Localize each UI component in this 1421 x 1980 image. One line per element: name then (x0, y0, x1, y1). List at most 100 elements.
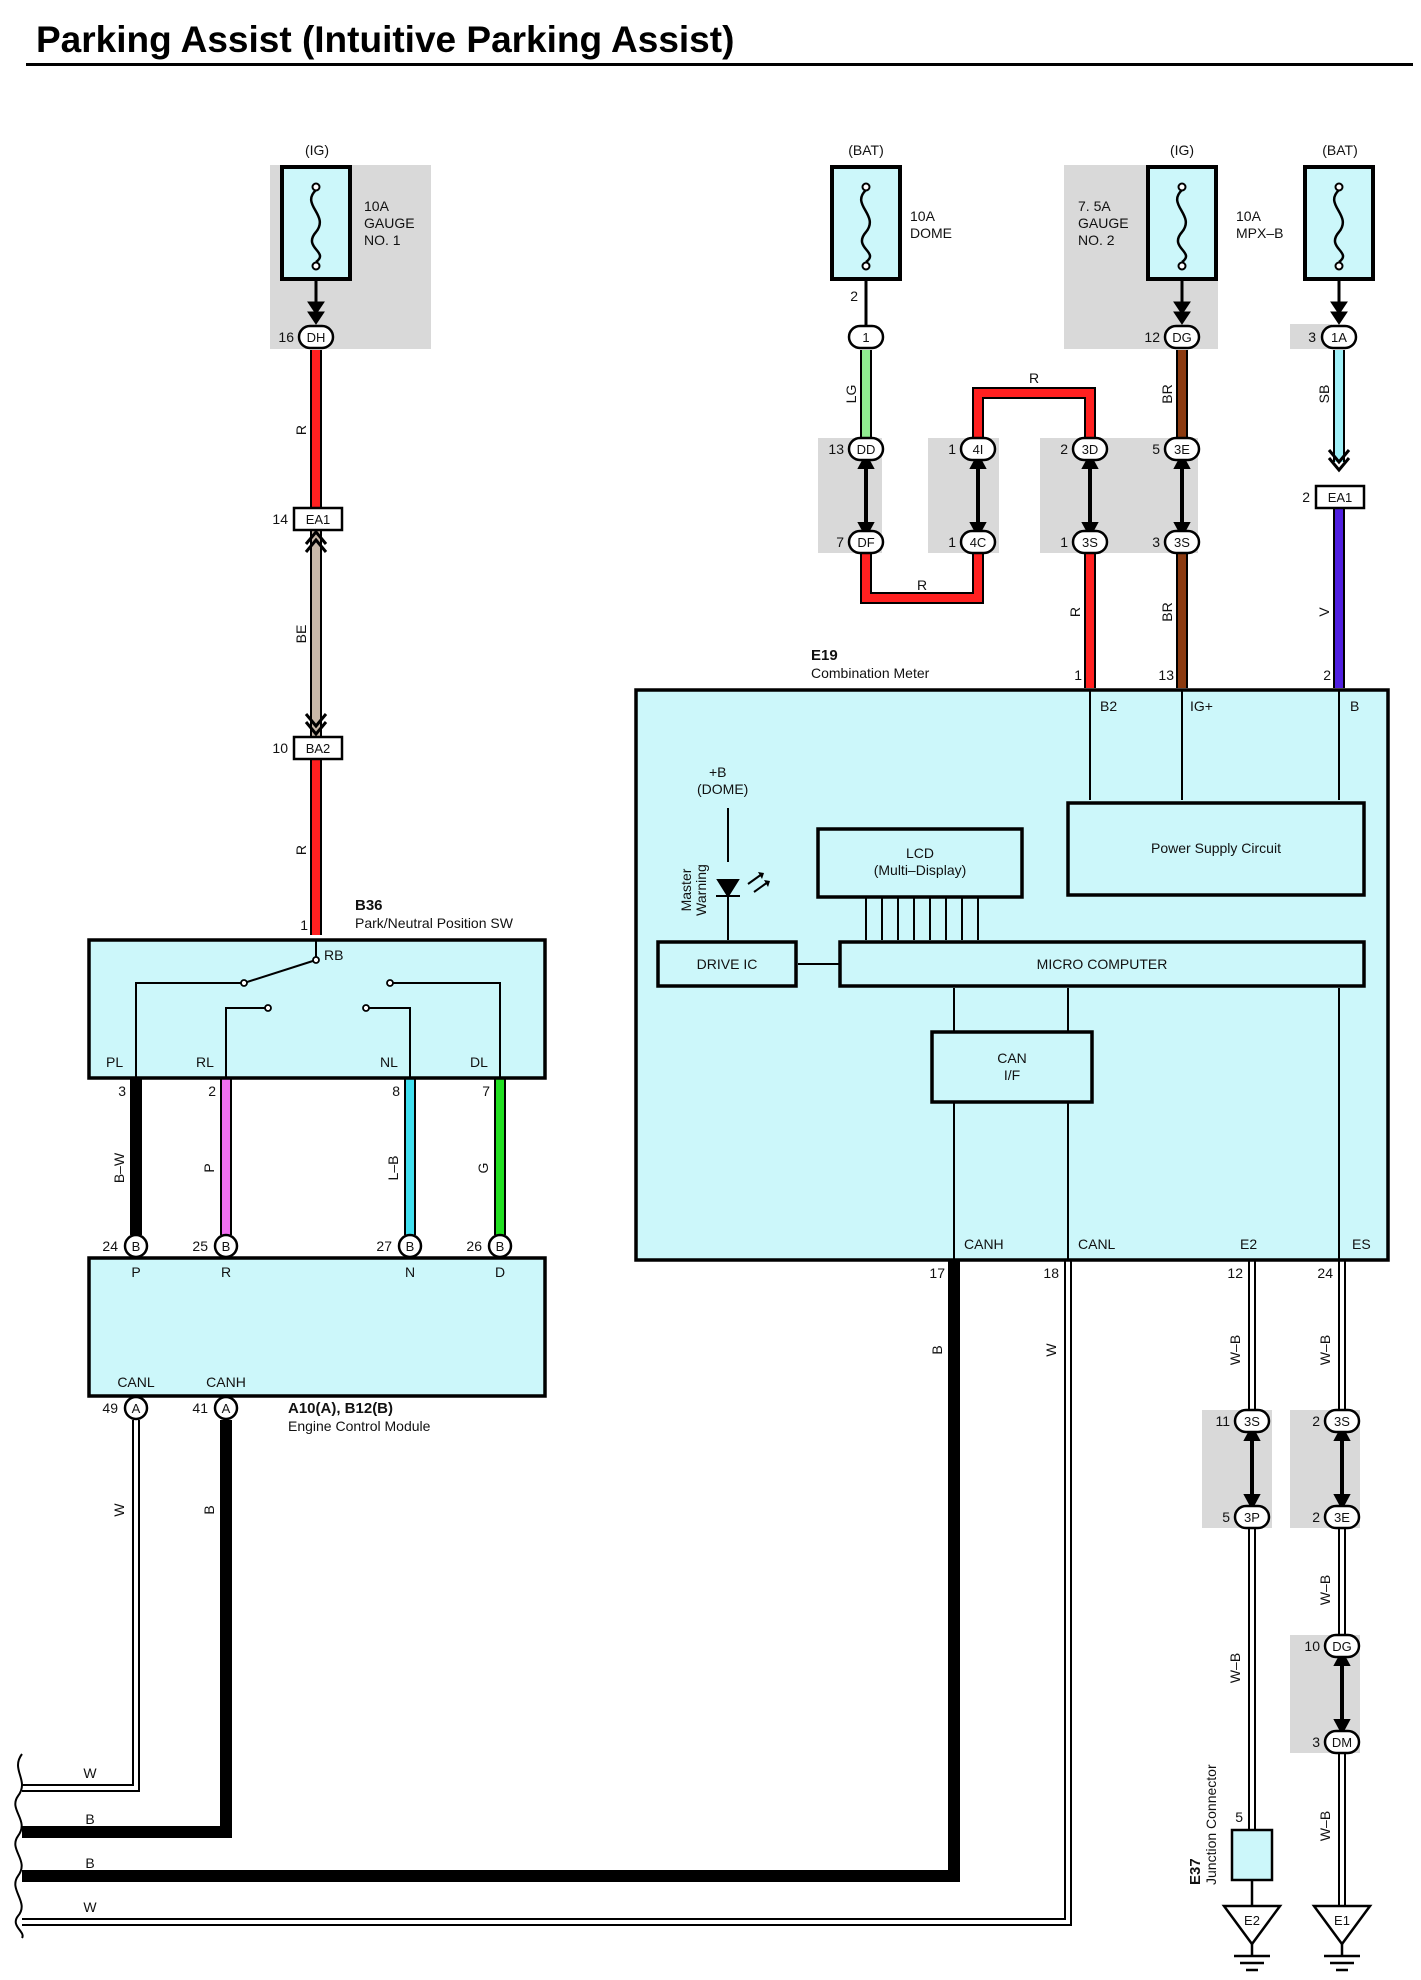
connector-3P: 3P (1233, 1504, 1271, 1530)
svg-text:10: 10 (272, 740, 288, 756)
svg-text:W: W (83, 1765, 97, 1781)
power-supply-label: Power Supply Circuit (1151, 840, 1281, 856)
junction-connectors: EA1 BA2 EA1 (292, 484, 1366, 761)
connector-3E: 3E (1163, 436, 1201, 462)
svg-text:W: W (111, 1503, 127, 1517)
svg-text:18: 18 (1043, 1265, 1059, 1281)
svg-text:5: 5 (1235, 1809, 1243, 1825)
svg-text:2: 2 (1312, 1413, 1320, 1429)
lcd-label: LCD (906, 845, 934, 861)
svg-text:3: 3 (1152, 534, 1160, 550)
can-if-sub-label: I/F (1004, 1067, 1020, 1083)
fuse-rating: 7. 5A (1078, 198, 1111, 214)
svg-text:PL: PL (106, 1054, 123, 1070)
e19-name: Combination Meter (811, 665, 930, 681)
svg-text:B: B (222, 1239, 231, 1254)
fuse-gauge-no2: (IG) 7. 5A GAUGE NO. 2 (1078, 142, 1218, 281)
svg-text:3S: 3S (1174, 535, 1190, 550)
terminal-B: B (213, 1233, 239, 1259)
svg-text:26: 26 (466, 1238, 482, 1254)
svg-text:V: V (1316, 607, 1332, 617)
fuse-source: (IG) (305, 142, 329, 158)
svg-text:17: 17 (929, 1265, 945, 1281)
svg-text:3P: 3P (1244, 1510, 1260, 1525)
connector-DF: DF (847, 529, 885, 555)
fuse-name: GAUGE (364, 215, 415, 231)
svg-text:L–B: L–B (385, 1156, 401, 1181)
connector-3S: 3S (1163, 529, 1201, 555)
svg-text:13: 13 (1158, 667, 1174, 683)
svg-text:SB: SB (1316, 385, 1332, 404)
svg-text:1A: 1A (1331, 330, 1347, 345)
terminal-A: A (213, 1395, 239, 1421)
connector-DM: DM (1323, 1729, 1361, 1755)
svg-text:11: 11 (1215, 1413, 1230, 1429)
svg-text:W–B: W–B (1317, 1335, 1333, 1365)
svg-text:B: B (85, 1811, 94, 1827)
svg-text:3D: 3D (1082, 442, 1099, 457)
engine-control-module: P R N D CANL CANH A10(A), B12(B) Engine … (87, 1256, 547, 1434)
fuse-rating: 10A (1236, 208, 1262, 224)
svg-text:E2: E2 (1244, 1913, 1260, 1928)
fuse-dome: (BAT) 10A DOME (830, 142, 952, 281)
svg-text:Master: Master (678, 868, 694, 911)
connector-DG: DG (1323, 1633, 1361, 1659)
connector-3S: 3S (1323, 1408, 1361, 1434)
lcd-sub-label: (Multi–Display) (874, 862, 967, 878)
svg-text:3S: 3S (1244, 1414, 1260, 1429)
micro-computer-label: MICRO COMPUTER (1037, 956, 1168, 972)
svg-text:4I: 4I (973, 442, 984, 457)
svg-text:3S: 3S (1082, 535, 1098, 550)
svg-text:W–B: W–B (1227, 1335, 1243, 1365)
svg-text:B: B (201, 1505, 217, 1514)
svg-text:R: R (221, 1264, 231, 1280)
svg-text:E2: E2 (1240, 1236, 1257, 1252)
terminal-B: B (123, 1233, 149, 1259)
svg-text:24: 24 (102, 1238, 118, 1254)
svg-text:R: R (1067, 607, 1083, 617)
e19-code: E19 (811, 647, 838, 664)
svg-text:W–B: W–B (1317, 1575, 1333, 1605)
b36-name: Park/Neutral Position SW (355, 915, 514, 931)
connector-EA1: EA1 (292, 506, 344, 532)
connector-4C: 4C (959, 529, 997, 555)
page-title: Parking Assist (Intuitive Parking Assist… (36, 19, 734, 60)
svg-text:R: R (917, 577, 927, 593)
svg-text:25: 25 (192, 1238, 208, 1254)
ground-symbols: E2 E1 (1221, 1904, 1373, 1972)
svg-text:W–B: W–B (1227, 1653, 1243, 1683)
connector-3E: 3E (1323, 1504, 1361, 1530)
fuse-gauge-no1: (IG) 10A GAUGE NO. 1 (280, 142, 415, 281)
b36-park-neutral-switch: B36 Park/Neutral Position SW RB PL RL NL… (87, 897, 547, 1080)
connector-EA1: EA1 (1314, 484, 1366, 510)
svg-text:B: B (132, 1239, 141, 1254)
svg-text:B2: B2 (1100, 698, 1117, 714)
svg-text:(DOME): (DOME) (697, 781, 748, 797)
svg-text:DM: DM (1332, 1735, 1352, 1750)
svg-text:NL: NL (380, 1054, 398, 1070)
svg-text:E1: E1 (1334, 1913, 1350, 1928)
svg-text:3: 3 (1308, 329, 1316, 345)
connector-1: 1 (847, 324, 885, 350)
e37-code: E37 (1187, 1858, 1204, 1885)
oval-connectors: DH 1 DG 1A DD DF 4I 4C 3D 3S 3E 3S 3S 3P… (123, 324, 1361, 1755)
svg-text:3: 3 (1312, 1734, 1320, 1750)
svg-text:EA1: EA1 (306, 512, 331, 527)
b36-code: B36 (355, 897, 383, 914)
svg-text:BE: BE (293, 625, 309, 644)
svg-text:7: 7 (482, 1083, 490, 1099)
svg-text:W: W (1043, 1343, 1059, 1357)
fuse-name: MPX–B (1236, 225, 1283, 241)
fuse-rating: 10A (364, 198, 390, 214)
svg-text:P: P (131, 1264, 140, 1280)
svg-text:49: 49 (102, 1400, 118, 1416)
svg-text:ES: ES (1352, 1236, 1371, 1252)
svg-text:B: B (496, 1239, 505, 1254)
svg-text:B: B (1350, 698, 1359, 714)
svg-text:1: 1 (1060, 534, 1068, 550)
connector-DH: DH (297, 324, 335, 350)
svg-text:2: 2 (1312, 1509, 1320, 1525)
svg-text:2: 2 (1302, 489, 1310, 505)
svg-text:CANL: CANL (1078, 1236, 1116, 1252)
